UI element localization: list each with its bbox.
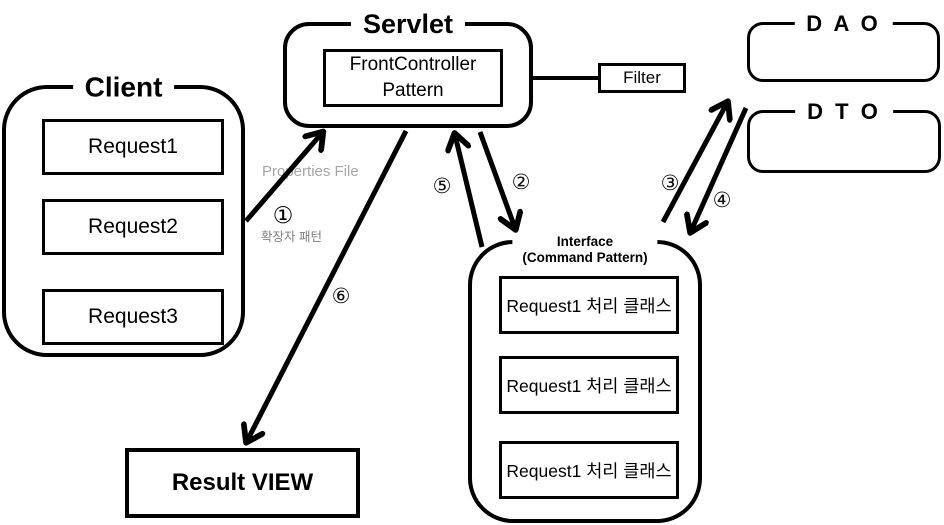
client-title: Client xyxy=(72,72,175,104)
dto-title: D T O xyxy=(795,99,893,125)
step-4-badge: ④ xyxy=(712,188,732,212)
step-3-badge: ③ xyxy=(660,171,680,195)
servlet-title: Servlet xyxy=(350,9,466,40)
arrow-step2-servlet-to-command xyxy=(477,131,515,228)
client-container: Client Request1 Request2 Request3 xyxy=(2,72,245,357)
step-2-badge: ② xyxy=(511,170,531,194)
step-6-badge: ⑥ xyxy=(331,284,351,308)
step-1-badge: ① xyxy=(272,203,294,229)
client-request3-box: Request3 xyxy=(42,289,224,345)
handler-box-3: Request1 처리 클래스 xyxy=(499,441,679,499)
arrow-step5-command-to-servlet xyxy=(455,135,485,248)
step-5-badge: ⑤ xyxy=(432,174,452,198)
command-pattern-title: Interface (Command Pattern) xyxy=(512,234,658,266)
dao-container: D A O xyxy=(747,11,940,82)
servlet-container: Servlet FrontController Pattern xyxy=(283,9,533,128)
front-controller-label: FrontController Pattern xyxy=(349,54,477,101)
dao-title: D A O xyxy=(794,11,893,37)
handler-box-1: Request1 처리 클래스 xyxy=(499,276,679,334)
filter-box: Filter xyxy=(598,63,686,93)
command-pattern-container: Interface (Command Pattern) Request1 처리 … xyxy=(468,234,702,523)
client-request2-box: Request2 xyxy=(42,199,224,255)
handler-box-2: Request1 처리 클래스 xyxy=(499,356,679,414)
client-request1-box: Request1 xyxy=(42,119,224,175)
properties-file-label: Properties File xyxy=(262,163,359,180)
arrow-step4-dto-to-command xyxy=(691,106,749,231)
dto-container: D T O xyxy=(747,99,941,173)
front-controller-box: FrontController Pattern xyxy=(323,49,503,107)
result-view-box: Result VIEW xyxy=(125,448,360,518)
